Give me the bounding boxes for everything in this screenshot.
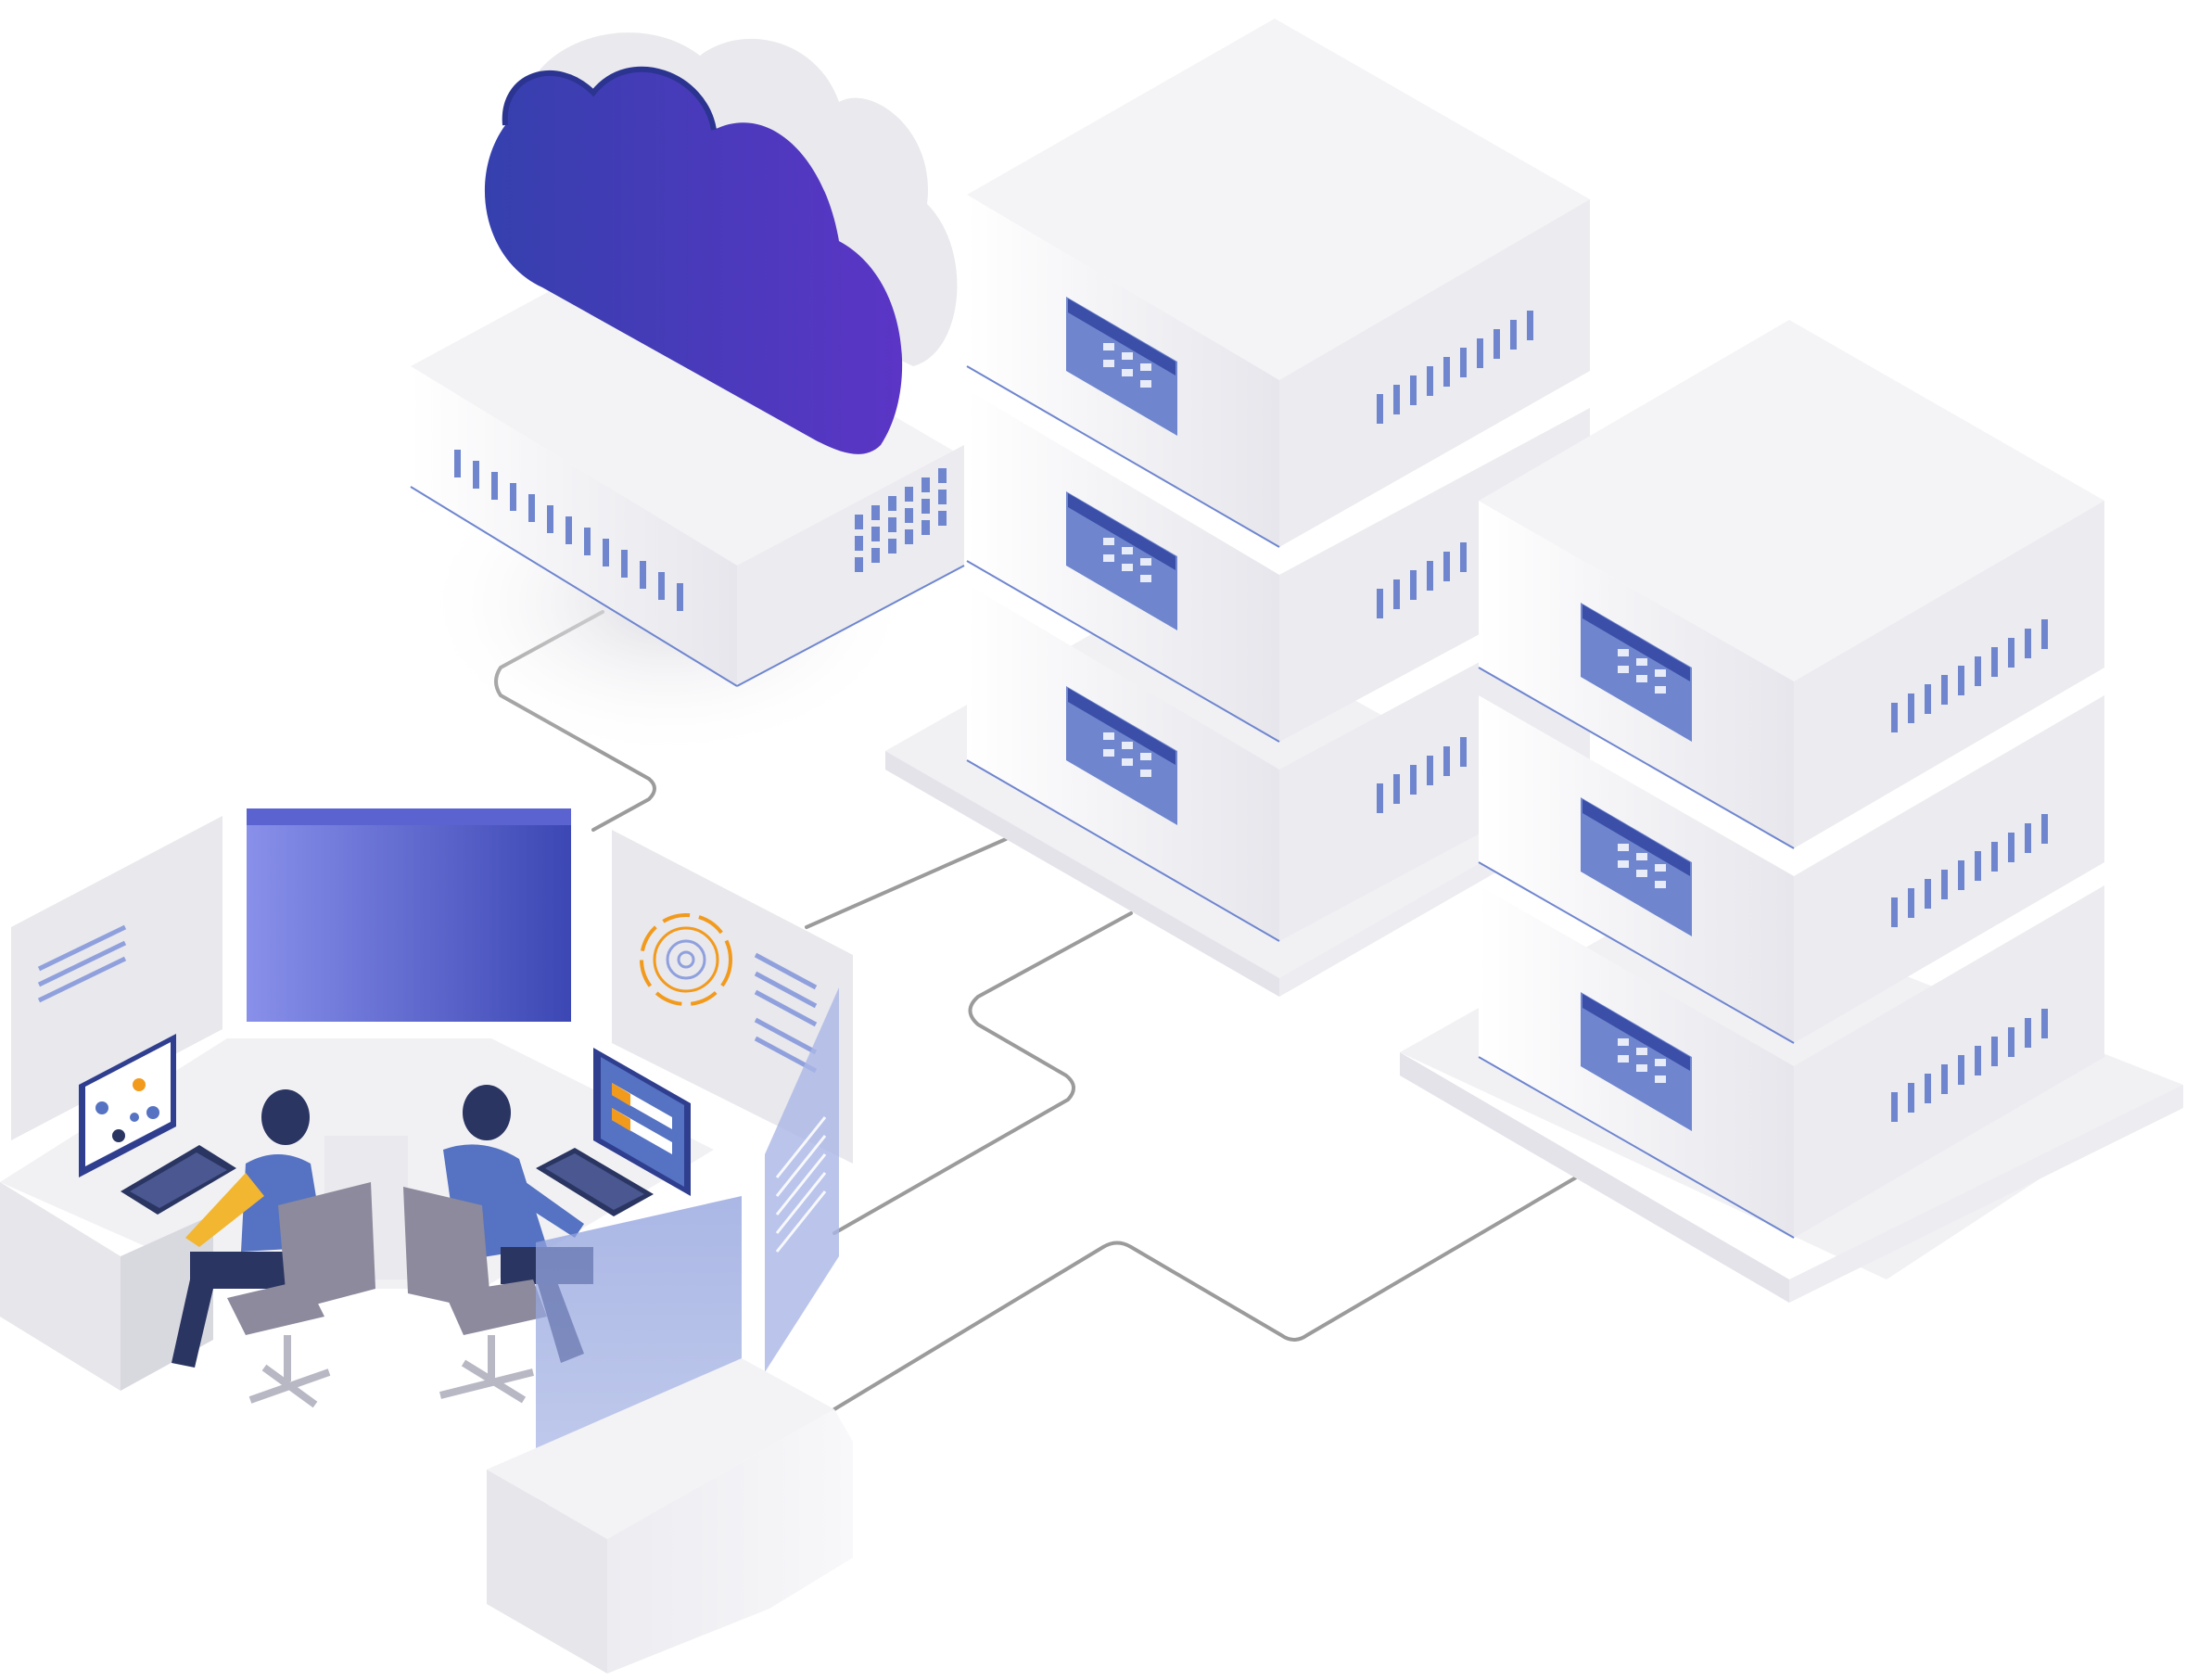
server-top xyxy=(411,255,960,566)
network-graph-icon xyxy=(95,1078,159,1142)
radar-gauge-icon xyxy=(640,913,732,1006)
right-chair xyxy=(403,1187,547,1404)
drive-bay-inner xyxy=(1068,299,1176,765)
cable-server-b-route xyxy=(832,1176,1578,1411)
vent-grid-right xyxy=(855,468,947,572)
operator-workstation xyxy=(0,808,853,1674)
drive-bay-leds xyxy=(1103,343,1151,777)
drive-bay-leds xyxy=(1618,649,1666,1083)
pedestal-right xyxy=(607,1409,853,1674)
top-face xyxy=(967,19,1590,380)
vent-slots xyxy=(1377,311,1533,813)
cable-desk-to-server-a xyxy=(805,837,1008,929)
cloud-server-unit xyxy=(410,255,965,760)
cloud-icon xyxy=(484,32,958,454)
left-monitor-screen xyxy=(85,1042,171,1166)
vent-slots-left xyxy=(454,450,683,611)
glass-side-lines xyxy=(775,1116,827,1253)
right-wall-panel xyxy=(612,830,853,1164)
cloud-front xyxy=(484,69,903,454)
vent-slots xyxy=(1891,619,2048,1122)
glass-side-screen xyxy=(765,987,839,1372)
pedestal-left xyxy=(487,1470,607,1674)
login-form-icon xyxy=(612,1083,672,1154)
drive-bay-inner xyxy=(1582,605,1690,1071)
pedestal-top xyxy=(487,1358,834,1539)
server-left-face xyxy=(411,366,737,686)
cable-server-a-route xyxy=(832,911,1133,1235)
drive-bays xyxy=(1581,603,1692,1131)
left-wall-lines xyxy=(37,924,127,1003)
cloud-rim xyxy=(502,66,717,131)
server-rack-b xyxy=(1400,320,2183,1303)
drive-bays xyxy=(1066,297,1177,825)
left-chair xyxy=(227,1182,375,1408)
left-wall-panel xyxy=(11,816,222,1140)
desk-front-left xyxy=(0,1182,121,1391)
top-face xyxy=(1479,320,2104,681)
big-display xyxy=(247,808,571,1022)
server-right-face xyxy=(737,445,964,686)
